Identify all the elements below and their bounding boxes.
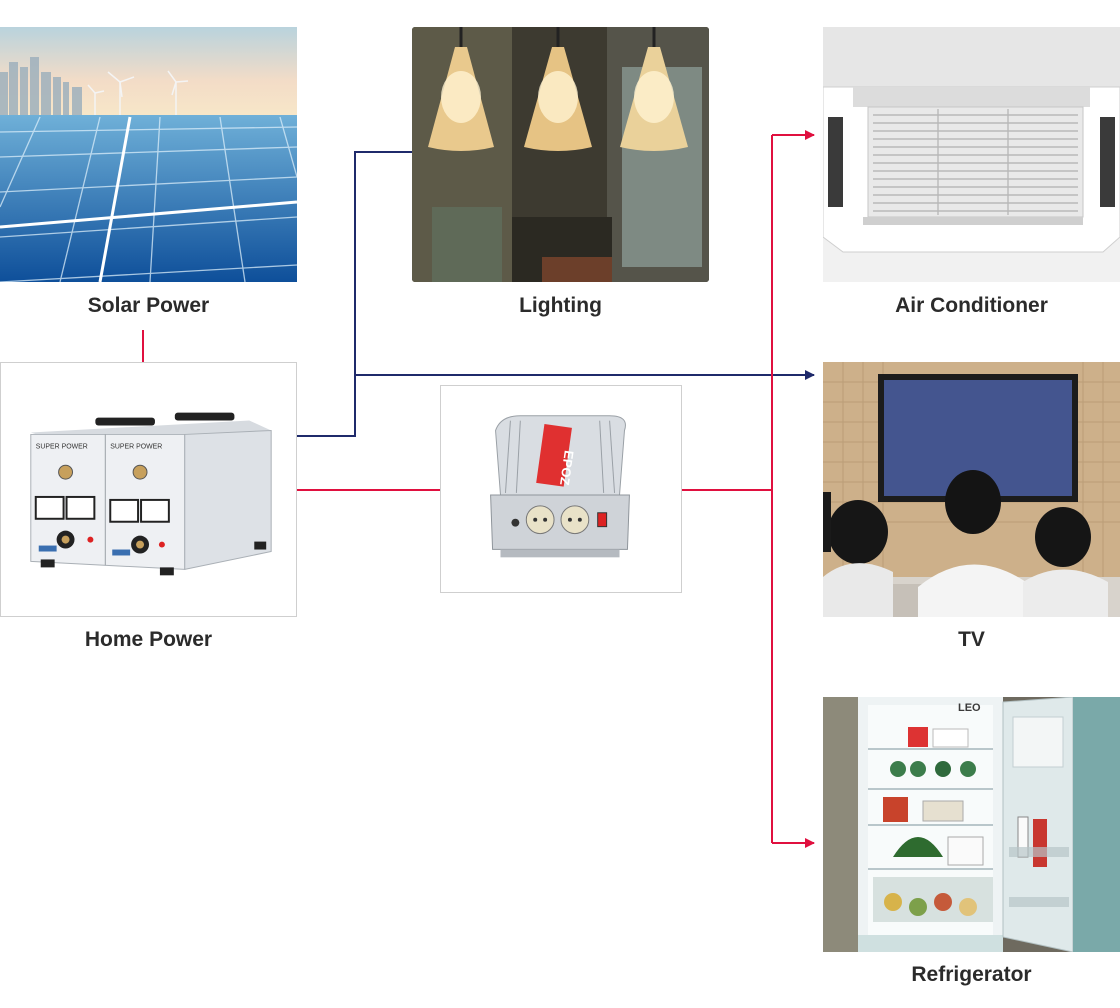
solar-power-label: Solar Power [0, 294, 297, 318]
lighting-label: Lighting [412, 294, 709, 318]
air-conditioner-label: Air Conditioner [823, 294, 1120, 318]
refrigerator-label: Refrigerator [823, 963, 1120, 987]
lighting-image [412, 27, 709, 282]
tv-image [823, 362, 1120, 617]
svg-text:SUPER POWER: SUPER POWER [110, 443, 162, 450]
home-to-lighting-line [297, 152, 412, 436]
air-conditioner-image [823, 27, 1120, 282]
home-power-label: Home Power [0, 628, 297, 652]
refrigerator-image: LEO [823, 697, 1120, 952]
tv-label: TV [823, 628, 1120, 652]
svg-text:LEO: LEO [958, 702, 981, 714]
home-power-image: SUPER POWER SUPER POWER [0, 362, 297, 617]
inverter-image: EPOZ [440, 385, 682, 593]
svg-text:SUPER POWER: SUPER POWER [36, 443, 88, 450]
solar-power-image [0, 27, 297, 282]
